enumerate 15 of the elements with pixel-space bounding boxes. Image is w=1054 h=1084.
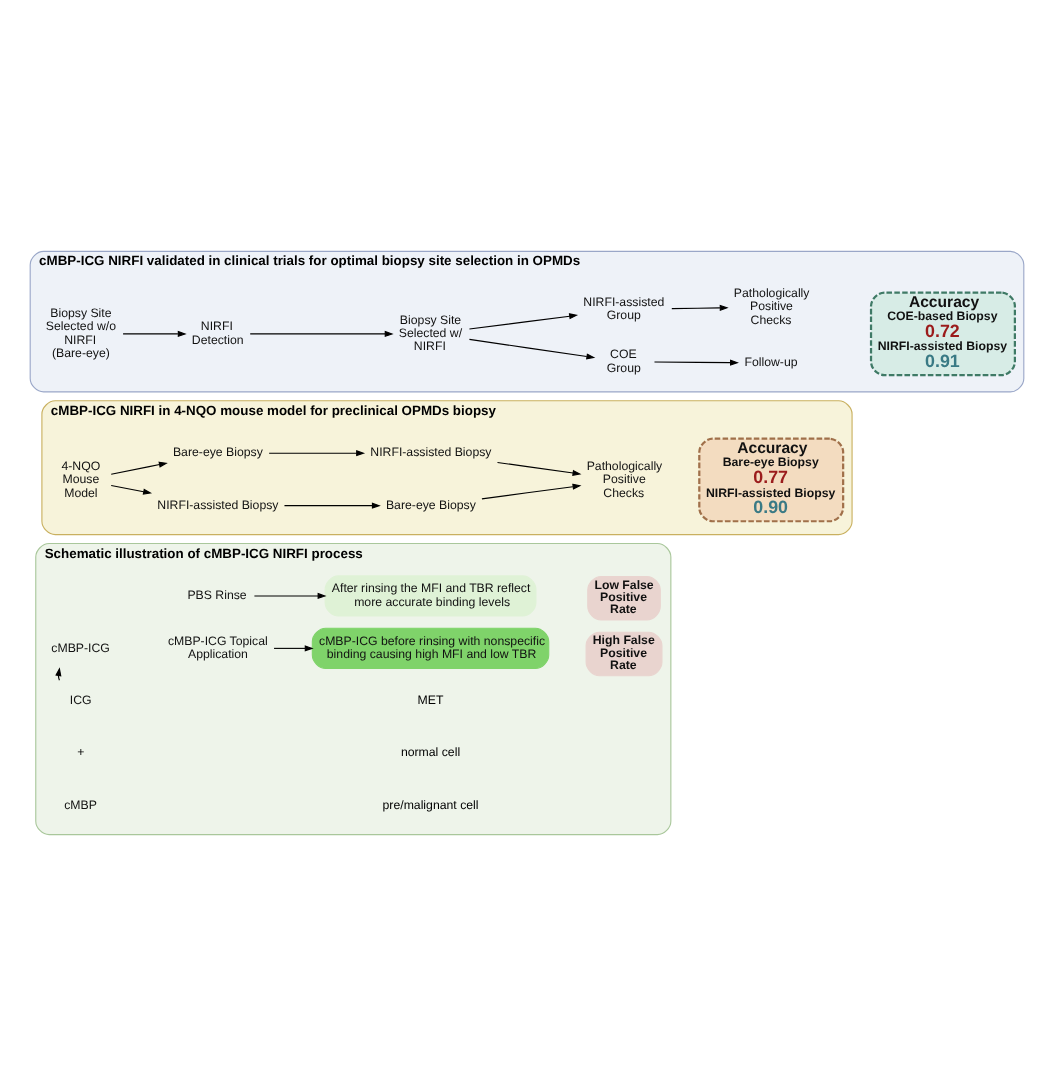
arrow <box>468 312 579 329</box>
arrow <box>481 482 582 499</box>
arrow <box>122 329 187 337</box>
arrow <box>249 329 394 337</box>
arrow <box>468 337 596 359</box>
arrow <box>653 358 739 365</box>
arrow <box>671 303 729 311</box>
arrow <box>273 644 314 651</box>
arrow <box>110 460 168 474</box>
arrow <box>110 484 153 494</box>
arrow <box>55 666 62 680</box>
arrow <box>283 501 381 508</box>
arrow <box>253 591 327 599</box>
arrow <box>496 460 582 476</box>
arrow <box>268 449 366 456</box>
